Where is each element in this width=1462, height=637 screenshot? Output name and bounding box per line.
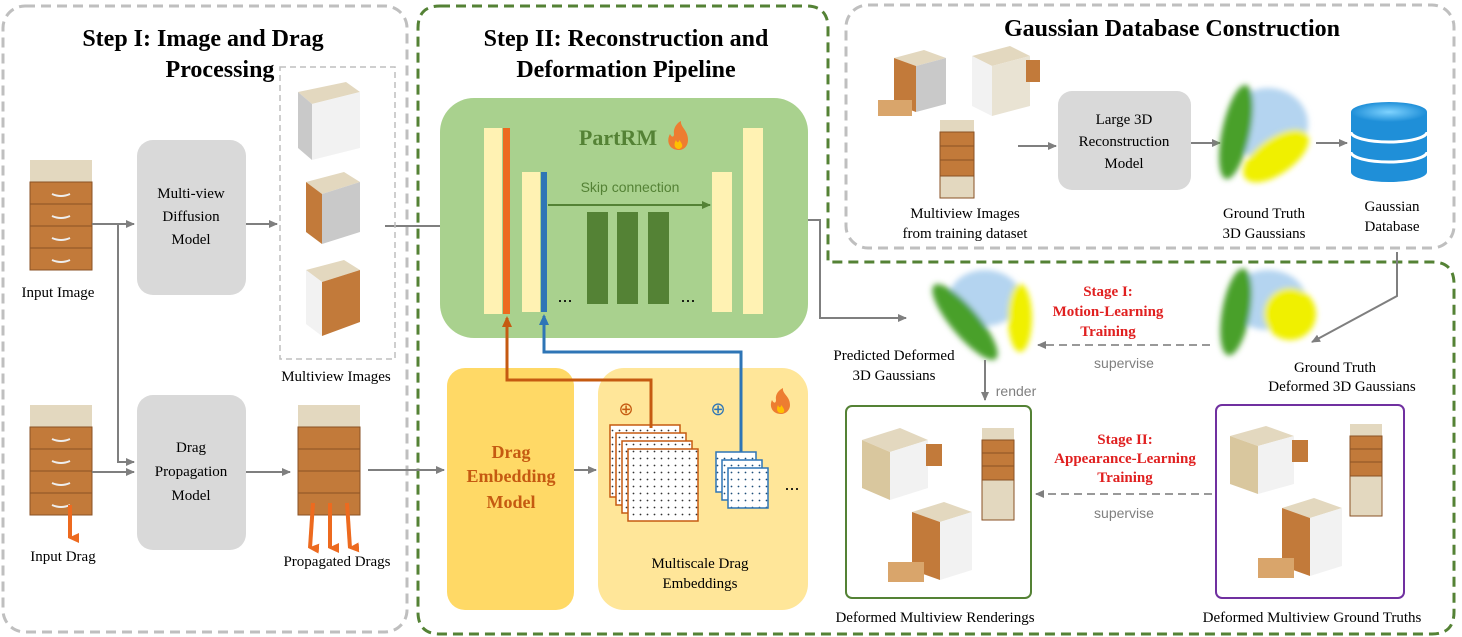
database-icon <box>1349 102 1429 182</box>
db-to-gt-deformed-arrow <box>1311 252 1398 343</box>
propagated-drags-label: Propagated Drags <box>283 554 390 570</box>
db-label-2: Database <box>1365 219 1420 235</box>
mvdiff-label-2: Diffusion <box>162 209 220 225</box>
render-label: render <box>996 383 1037 399</box>
dragprop-label-3: Model <box>171 488 210 504</box>
rendering-cabinet-1 <box>862 428 942 500</box>
multiview-images-box <box>279 66 396 360</box>
drag-embed-label-2: Embedding <box>466 466 555 486</box>
lrm-label-1: Large 3D <box>1096 112 1153 128</box>
ellipsis-1: ... <box>557 286 572 306</box>
plus-icon-orange: ⊕ <box>618 399 633 419</box>
multiview-cabinet-3 <box>306 260 360 336</box>
large-embedding-grids <box>609 424 699 522</box>
predicted-gaussians-blob <box>932 270 1032 360</box>
gt-cabinet-3 <box>1258 498 1342 578</box>
skip-connection-label: Skip connection <box>581 179 680 195</box>
input-image-cabinet <box>29 160 93 271</box>
input-image-label: Input Image <box>22 285 95 301</box>
predicted-label-2: 3D Gaussians <box>853 368 936 384</box>
db-label-1: Gaussian <box>1365 199 1420 215</box>
gt-renderings-label: Deformed Multiview Ground Truths <box>1203 610 1422 626</box>
dragprop-label-1: Drag <box>176 440 206 456</box>
multiview-diffusion-model <box>137 140 246 295</box>
step1-title-2: Processing <box>166 57 275 83</box>
gt-gaussians-label-1: Ground Truth <box>1223 206 1306 222</box>
input-drag-cabinet <box>29 405 93 543</box>
blue-injection-arrow <box>539 314 743 452</box>
rendering-cabinet-3 <box>888 502 972 582</box>
lrm-label-2: Reconstruction <box>1079 134 1170 150</box>
training-mv-label-2: from training dataset <box>903 226 1029 242</box>
gaussian-db-panel <box>844 3 1456 250</box>
multiview-images-label: Multiview Images <box>281 369 391 385</box>
ellipsis-2: ... <box>680 286 695 306</box>
stage1-label-3: Training <box>1080 324 1136 340</box>
small-embedding-grids <box>715 451 769 509</box>
ellipsis-3: ... <box>784 474 799 494</box>
stage2-label-2: Appearance-Learning <box>1054 451 1196 467</box>
step1-panel <box>1 4 409 634</box>
stage2-label-3: Training <box>1097 470 1153 486</box>
bottleneck-layers <box>587 212 669 304</box>
orange-injection-arrow <box>502 316 653 428</box>
stage2-label-1: Stage II: <box>1097 432 1152 448</box>
plus-icon-blue: ⊕ <box>710 399 725 419</box>
gt-gaussians-blob <box>1219 84 1309 183</box>
stage1-label-2: Motion-Learning <box>1053 304 1164 320</box>
gt-cabinet-1 <box>1230 426 1308 494</box>
step1-arrows <box>92 220 445 476</box>
dragprop-label-2: Propagation <box>155 464 228 480</box>
training-cabinet-1 <box>878 50 946 116</box>
training-cabinet-3 <box>939 120 975 199</box>
partrm-output-arrow <box>808 219 907 322</box>
encoder-layers <box>484 128 547 314</box>
stage1-label-1: Stage I: <box>1083 284 1133 300</box>
gt-deformed-label-1: Ground Truth <box>1294 360 1377 376</box>
drag-embed-label-3: Model <box>487 492 536 512</box>
fire-icon-2 <box>770 388 790 414</box>
mvdiff-label-1: Multi-view <box>157 186 225 202</box>
multiscale-label-2: Embeddings <box>663 576 738 592</box>
step2-panel <box>416 4 1456 636</box>
mvdiff-label-3: Model <box>171 232 210 248</box>
partrm-label: PartRM <box>579 125 657 150</box>
drag-embed-label-1: Drag <box>492 442 531 462</box>
stage2-supervise-label: supervise <box>1094 505 1154 521</box>
deformed-renderings-label: Deformed Multiview Renderings <box>835 610 1034 626</box>
gt-deformed-label-2: Deformed 3D Gaussians <box>1268 379 1416 395</box>
multiscale-label-1: Multiscale Drag <box>651 556 749 572</box>
input-drag-label: Input Drag <box>30 549 96 565</box>
large-reconstruction-model <box>1058 91 1191 190</box>
gaussian-db-title: Gaussian Database Construction <box>1004 16 1340 42</box>
rendering-cabinet-2 <box>981 428 1015 521</box>
gt-gaussians-label-2: 3D Gaussians <box>1223 226 1306 242</box>
step2-title: Step II: Reconstruction and <box>484 26 769 52</box>
propagated-drags-cabinet <box>297 405 361 554</box>
lrm-label-3: Model <box>1104 156 1143 172</box>
training-cabinet-2 <box>972 46 1040 116</box>
fire-icon <box>668 121 688 150</box>
multiview-cabinet-2 <box>306 172 360 244</box>
drag-embedding-model <box>447 368 574 610</box>
predicted-label-1: Predicted Deformed <box>833 348 955 364</box>
step2-title-2: Deformation Pipeline <box>516 57 736 83</box>
decoder-layers <box>712 128 763 314</box>
multiview-cabinet-1 <box>298 82 360 160</box>
step1-title: Step I: Image and Drag <box>82 26 323 52</box>
gt-cabinet-2 <box>1349 424 1383 517</box>
drag-propagation-model <box>137 395 246 550</box>
gt-deformed-blob <box>1220 268 1316 356</box>
stage1-supervise-label: supervise <box>1094 355 1154 371</box>
training-mv-label-1: Multiview Images <box>910 206 1020 222</box>
